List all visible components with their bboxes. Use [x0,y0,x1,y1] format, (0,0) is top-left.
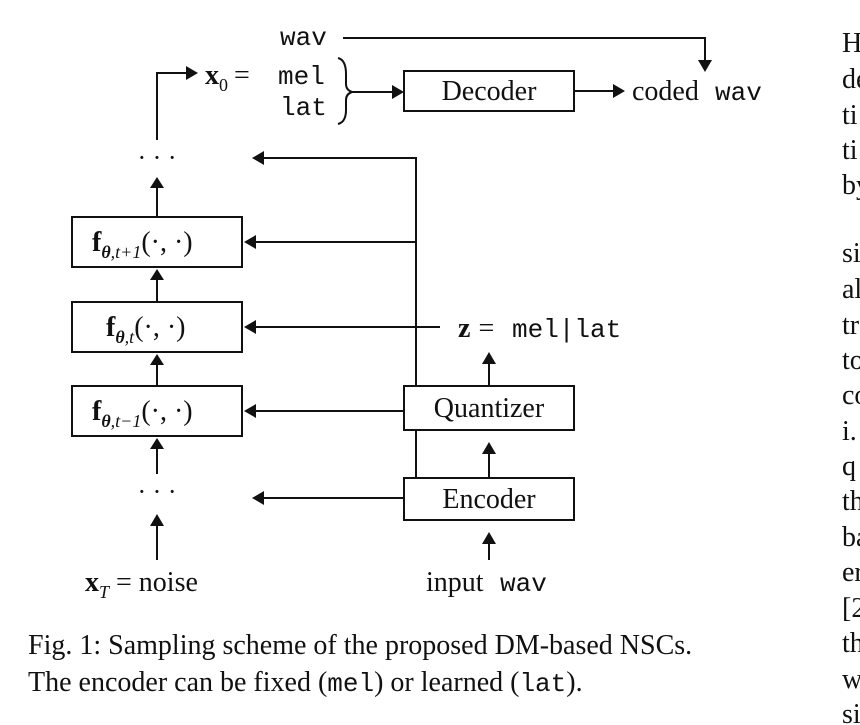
rc-line: to [842,345,860,376]
bus-f-top-arrow-head [244,235,256,249]
bus-f-mid-arrow-head [244,320,256,334]
z-value-label: mel|lat [512,315,621,345]
f-label-t-plus-1: fθ,t+1(·, ·) [92,227,193,262]
z-label: z= [458,313,494,344]
rc-line: er [842,557,860,588]
x0-label: x0= [205,60,250,95]
decoder-label: Decoder [442,76,538,107]
rc-line: i. [842,416,857,447]
bus-f-bot-arrow-head [244,404,256,418]
rc-line: si [842,699,860,725]
rc-line: [2 [842,593,860,624]
brace-arrow-head [392,85,404,99]
right-column-text: H de ti ti by si al tr to co i. q th ba … [842,28,860,725]
rc-line: th [842,628,860,659]
f-top-arrow-head [150,177,164,188]
rc-line: al [842,274,860,305]
x0-arrow-head [186,66,198,80]
bus-bottom-dots-arrow-head [252,491,264,505]
rc-line: co [842,380,860,411]
rc-line: ba [842,522,860,553]
f-bot-arrow-head [150,354,164,365]
top-wav-label: wav [280,23,327,53]
encoder-arrow-head [482,442,496,454]
caption-line-1: Fig. 1: Sampling scheme of the proposed … [28,630,692,661]
coded-wav-label: coded [632,76,699,107]
input-wav-label: input [426,567,484,598]
rc-line: ti [842,100,858,131]
x0-mel-label: mel [278,62,325,92]
x0-lat-label: lat [280,93,327,123]
dots-arrow-head [150,438,164,449]
encoder-label: Encoder [442,484,536,515]
bottom-dots: · · · [138,477,177,506]
rc-line: ti [842,135,858,166]
rc-line: de [842,64,860,95]
bus-top-dots-arrow-head [252,151,264,165]
quantizer-box-visible [403,385,575,431]
f-label-t: fθ,t(·, ·) [106,312,185,347]
coded-wav-mono: wav [715,78,762,108]
chain-to-x0-arrow [156,72,188,140]
noise-arrow-head [150,514,164,526]
f-box-t-plus-1 [71,216,243,268]
f-box-t-minus-1 [71,385,243,437]
rc-line: tr [842,310,860,341]
rc-line: by [842,170,860,201]
rc-line: th [842,486,860,517]
quantizer-label: Quantizer [434,393,545,424]
wav-arrow-head [698,60,712,72]
decoder-arrow-head [613,84,625,98]
caption-line-2: The encoder can be fixed (mel) or learne… [28,667,583,699]
f-mid-arrow-head [150,269,164,280]
input-wav-mono: wav [500,569,547,599]
f-box-t [71,301,243,353]
rc-line: H [842,28,860,59]
rc-line: q [842,451,856,482]
input-arrow-head [482,532,496,544]
rc-line: si [842,238,860,269]
right-brace [337,57,356,125]
rc-line: w [842,664,860,695]
f-label-t-minus-1: fθ,t−1(·, ·) [92,396,193,431]
xt-noise-label: xT = noise [85,567,198,602]
encoder-box [403,477,575,521]
quantizer-arrow-head [482,352,496,364]
wav-to-output-arrow [343,37,706,62]
top-dots: · · · [138,143,177,172]
